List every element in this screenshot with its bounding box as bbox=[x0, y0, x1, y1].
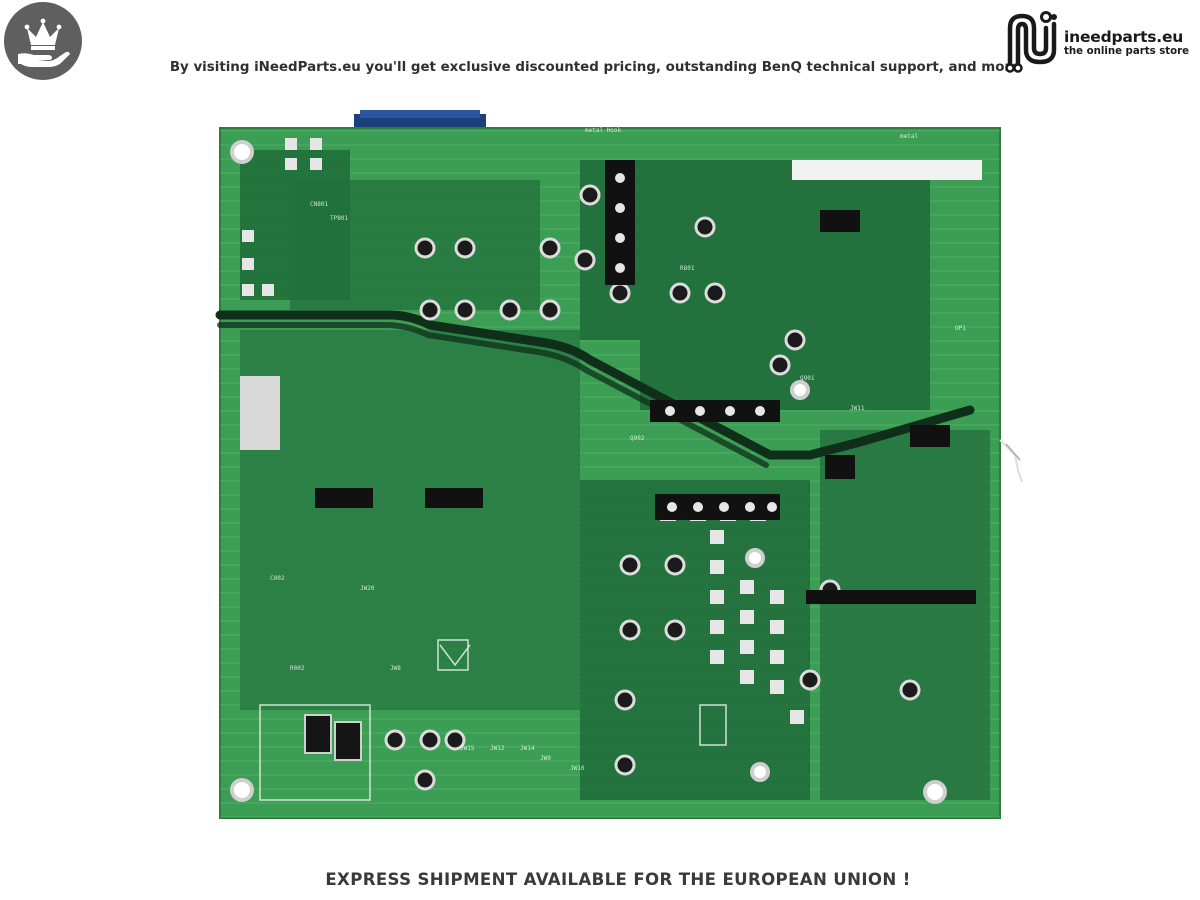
svg-text:JW20: JW20 bbox=[360, 585, 375, 592]
crown-in-hand-icon bbox=[18, 18, 70, 67]
svg-text:JW10: JW10 bbox=[570, 765, 585, 772]
svg-text:JW14: JW14 bbox=[520, 745, 535, 752]
logo-tagline: the online parts store bbox=[1064, 46, 1190, 57]
svg-text:Q902: Q902 bbox=[630, 435, 645, 442]
logo-name: ineedparts.eu bbox=[1064, 28, 1184, 46]
svg-text:C002: C002 bbox=[270, 575, 285, 582]
svg-text:metal Hook: metal Hook bbox=[585, 127, 622, 134]
ineedparts-logo-icon bbox=[1005, 11, 1057, 73]
svg-text:TP801: TP801 bbox=[330, 215, 348, 222]
promo-banner-text: By visiting iNeedParts.eu you'll get exc… bbox=[169, 60, 1021, 75]
svg-text:Q901: Q901 bbox=[800, 375, 815, 382]
svg-text:JW15: JW15 bbox=[460, 745, 475, 752]
svg-text:JW8: JW8 bbox=[390, 665, 401, 672]
svg-text:JW11: JW11 bbox=[850, 405, 865, 412]
shipping-banner-text: EXPRESS SHIPMENT AVAILABLE FOR THE EUROP… bbox=[325, 870, 911, 889]
ineedparts-logo[interactable]: ineedparts.eu the online parts store bbox=[1000, 2, 1196, 76]
power-board-pcb-image: metal Hook metal OP1 JW20 JW12 JW14 JW15… bbox=[215, 110, 1023, 819]
svg-text:CN801: CN801 bbox=[310, 201, 328, 208]
svg-text:R002: R002 bbox=[290, 665, 305, 672]
svg-text:JW12: JW12 bbox=[490, 745, 505, 752]
svg-text:JW9: JW9 bbox=[540, 755, 551, 762]
svg-text:metal: metal bbox=[900, 133, 918, 140]
crown-hand-badge bbox=[4, 2, 82, 80]
svg-text:OP1: OP1 bbox=[955, 325, 966, 332]
svg-text:R801: R801 bbox=[680, 265, 695, 272]
